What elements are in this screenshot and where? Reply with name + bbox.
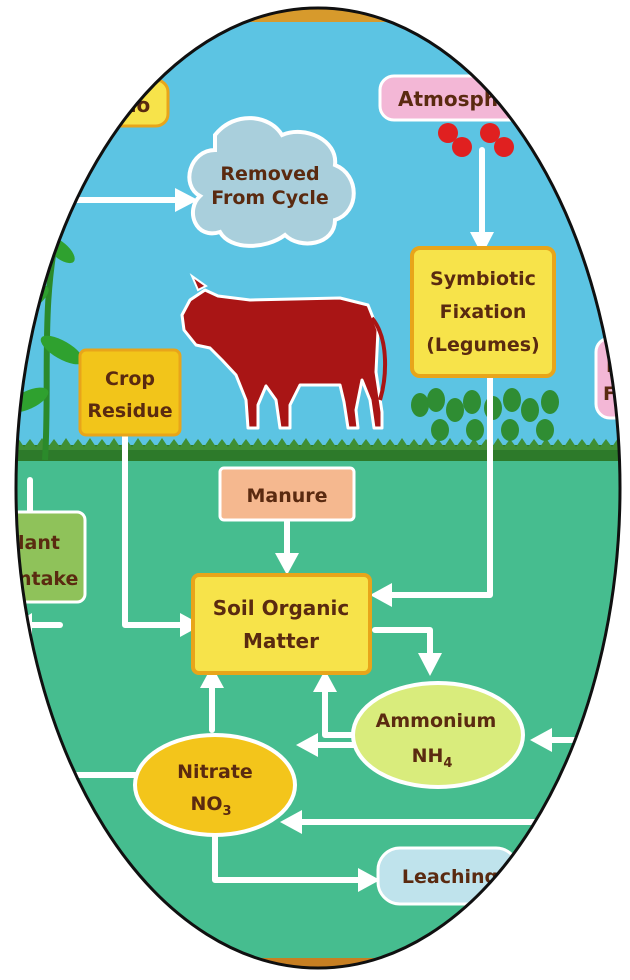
manure-node: Manure — [220, 468, 354, 520]
soil-organic-matter-node: Soil Organic Matter — [193, 575, 370, 673]
top-left-tag: lo — [100, 80, 168, 126]
leaching-label: Leaching — [402, 866, 498, 888]
nitrate-node: Nitrate NO3 — [135, 735, 295, 835]
crop-residue-node: Crop Residue — [80, 350, 180, 435]
plant-uptake-node: lant ntake — [0, 512, 85, 602]
crop-label-line1: Crop — [105, 368, 155, 390]
ammonium-node: Ammonium NH4 — [353, 683, 523, 787]
top-left-tag-label: lo — [130, 93, 151, 117]
symbiotic-label-line2: Fixation — [440, 301, 527, 323]
crop-label-line2: Residue — [87, 400, 172, 422]
som-label-line2: Matter — [243, 629, 319, 653]
plant-uptake-line1: lant — [18, 532, 60, 554]
plant-uptake-line2: ntake — [18, 568, 78, 590]
top-border-band — [150, 0, 490, 22]
symbiotic-fixation-node: Symbiotic Fixation (Legumes) — [412, 248, 554, 376]
som-label-line1: Soil Organic — [213, 596, 349, 620]
nitrate-label-line1: Nitrate — [177, 761, 253, 783]
symbiotic-label-line3: (Legumes) — [426, 334, 539, 356]
ammonium-label-line1: Ammonium — [376, 710, 497, 732]
removed-label-line2: From Cycle — [211, 187, 329, 209]
manure-label: Manure — [246, 485, 327, 507]
removed-label-line1: Removed — [220, 163, 319, 185]
symbiotic-label-line1: Symbiotic — [430, 268, 536, 290]
soil-background — [0, 455, 630, 975]
